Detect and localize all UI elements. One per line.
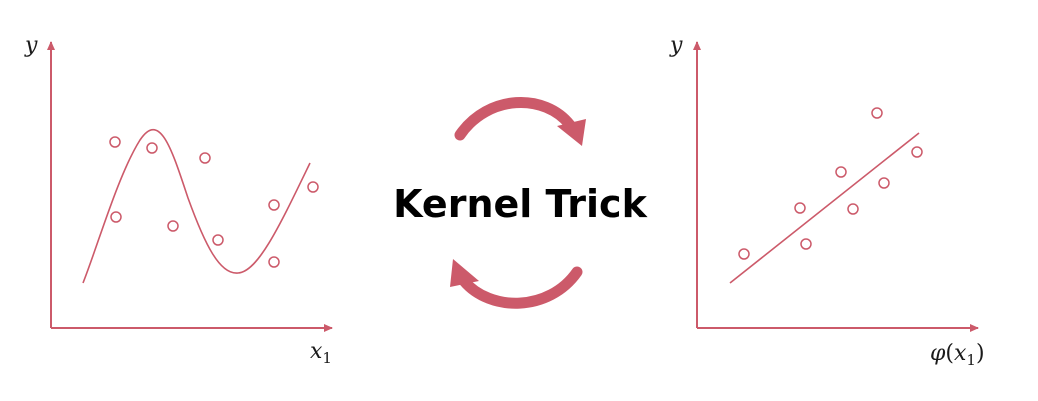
right-x-axis-label-func: φ: [930, 341, 946, 366]
left-data-point-5: [167, 220, 179, 232]
right-x-axis-label: φ(x1): [930, 341, 985, 369]
bottom-curved-arrow: [450, 259, 583, 309]
left-data-point-9: [268, 256, 280, 268]
right-x-axis-label-open: (: [945, 341, 954, 366]
right-data-points: [738, 107, 923, 260]
top-arrow-head: [557, 119, 586, 146]
kernel-trick-title: Kernel Trick: [393, 182, 647, 226]
right-plot: y φ(x1): [669, 33, 985, 369]
left-data-point-1: [109, 136, 121, 148]
right-data-point-4: [878, 177, 890, 189]
right-data-point-7: [800, 238, 812, 250]
right-x-axis-label-subscript: 1: [966, 351, 976, 369]
right-data-point-1: [871, 107, 883, 119]
right-data-point-6: [847, 203, 859, 215]
left-data-points: [109, 136, 319, 268]
right-data-point-3: [835, 166, 847, 178]
kernel-trick-center: Kernel Trick: [393, 96, 648, 309]
bottom-arrow-head: [450, 259, 479, 287]
right-x-axis-label-var: x: [954, 341, 967, 366]
left-data-point-3: [199, 152, 211, 164]
right-y-axis-label: y: [669, 33, 683, 58]
left-x-axis-label-subscript: 1: [322, 349, 332, 367]
left-data-point-7: [268, 199, 280, 211]
left-y-axis-label: y: [24, 33, 38, 58]
left-x-axis-label-var: x: [310, 339, 323, 364]
right-linear-fit-line: [729, 132, 920, 284]
bottom-arrow-shaft: [458, 266, 583, 309]
right-data-point-2: [911, 146, 923, 158]
left-data-point-8: [307, 181, 319, 193]
left-plot: y x1: [24, 33, 333, 367]
right-x-axis-label-close: ): [976, 341, 985, 366]
top-curved-arrow: [454, 96, 586, 146]
right-data-point-8: [738, 248, 750, 260]
left-nonlinear-curve: [82, 128, 311, 284]
left-data-point-4: [110, 211, 122, 223]
left-data-point-6: [212, 234, 224, 246]
left-data-point-2: [146, 142, 158, 154]
top-arrow-shaft: [454, 96, 576, 141]
left-x-axis-label: x1: [310, 339, 332, 367]
right-data-point-5: [794, 202, 806, 214]
